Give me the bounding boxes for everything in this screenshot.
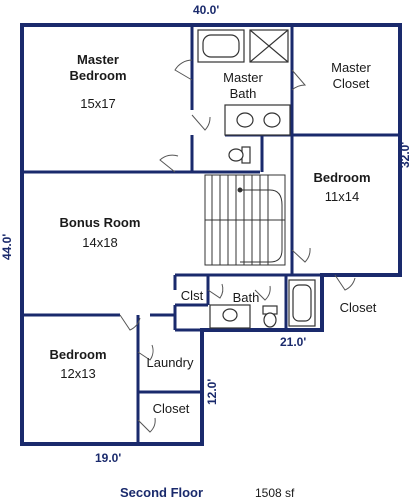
master-bath-name-line1: Master [223,70,263,85]
dimension-bottom: 19.0' [95,451,122,465]
master-bedroom-name-line1: Master [77,52,119,67]
master-bedroom-name-line2: Bedroom [69,67,127,83]
floor-title: Second Floor [120,485,204,500]
master-closet-name-line2: Closet [332,75,370,91]
dimension-right: 32.0' [398,141,412,168]
bath-label: Bath [232,290,260,305]
master-bedroom-label: Master Bedroom [58,52,138,83]
master-bath-label: Master Bath [208,70,278,101]
bedroom-bottom-name: Bedroom [49,347,107,362]
outer-wall [20,23,402,446]
master-bedroom-size: 15x17 [80,96,116,111]
closet-bottom-label: Closet [152,401,190,416]
laundry-label: Laundry [146,355,194,370]
bedroom-bottom-size: 12x13 [60,366,96,381]
closet-right-label: Closet [339,300,377,315]
master-closet-label: Master Closet [312,60,390,91]
dimension-left: 44.0' [0,233,14,260]
bonus-room-size: 14x18 [82,235,118,250]
dimension-middle-vertical: 12.0' [205,378,219,405]
stairs [204,174,286,266]
dimension-top: 40.0' [193,3,220,17]
bedroom-right-size: 11x14 [324,189,360,204]
bonus-room-name: Bonus Room [59,215,141,230]
bedroom-right-name: Bedroom [313,170,371,185]
dimension-middle-right: 21.0' [280,335,307,349]
master-closet-name-line1: Master [331,60,371,75]
closet-small-label: Clst [180,288,204,303]
floor-area: 1508 sf [255,486,295,500]
master-bath-name-line2: Bath [229,85,257,101]
